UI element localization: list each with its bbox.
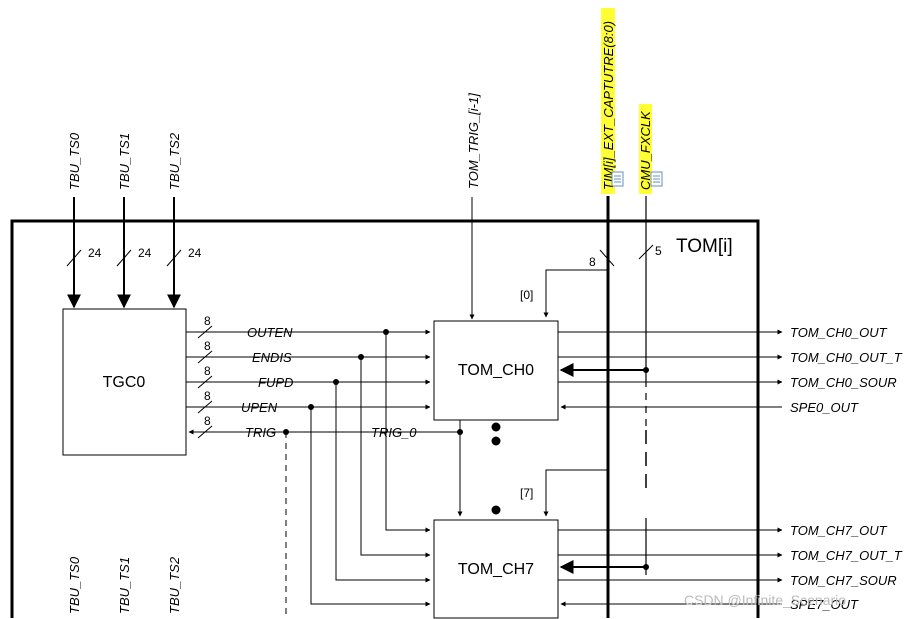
signal-upen: UPEN: [241, 400, 278, 415]
input-label-ts1: TBU_TS1: [117, 133, 132, 190]
bus-width-upen: 8: [204, 389, 211, 403]
note-icon: [650, 171, 663, 187]
trig-prev-input: TOM_TRIG_[i-1]: [466, 93, 481, 320]
index-ch0: [0]: [520, 288, 533, 302]
ext-capture-input: TIM[i]_EXT_CAPTUTRE(8:0) 8: [589, 8, 624, 618]
bus-width-ext: 8: [589, 255, 596, 269]
note-icon: [611, 171, 624, 187]
signal-fupd: FUPD: [258, 375, 293, 390]
ch0-outputs: TOM_CH0_OUT TOM_CH0_OUT_T TOM_CH0_SOUR S…: [558, 325, 903, 415]
fxclk-label: CMU_FXCLK: [638, 110, 653, 190]
index-ch7: [7]: [520, 486, 533, 500]
output-ch7-out-t: TOM_CH7_OUT_T: [790, 548, 903, 563]
signal-trig0: TRIG_0: [371, 425, 417, 440]
output-ch7-out: TOM_CH7_OUT: [790, 523, 888, 538]
module-frame: [10, 219, 760, 618]
tom-ch7-block: TOM_CH7: [433, 519, 559, 619]
tom-ch0-block: TOM_CH0: [433, 320, 559, 421]
bottom-tbu-labels: TBU_TS0 TBU_TS1 TBU_TS2: [67, 556, 182, 614]
bus-width-ts1: 24: [138, 246, 152, 260]
ext-capture-label: TIM[i]_EXT_CAPTUTRE(8:0): [601, 21, 616, 190]
continuation-dots: [491, 422, 501, 515]
module-title: TOM[i]: [676, 236, 733, 257]
output-ch0-out-t: TOM_CH0_OUT_T: [790, 350, 903, 365]
bus-width-ts0: 24: [88, 246, 102, 260]
bus-width-outen: 8: [204, 314, 211, 328]
output-ch0-out: TOM_CH0_OUT: [790, 325, 888, 340]
ch7-routing: [285, 332, 463, 618]
bottom-label-ts1: TBU_TS1: [117, 557, 132, 614]
bus-width-endis: 8: [204, 339, 211, 353]
input-label-ts0: TBU_TS0: [67, 132, 82, 190]
bus-width-ts2: 24: [188, 246, 202, 260]
bus-width-trig: 8: [204, 414, 211, 428]
ch7-outputs: TOM_CH7_OUT TOM_CH7_OUT_T TOM_CH7_SOUR S…: [558, 523, 903, 612]
signal-endis: ENDIS: [252, 350, 292, 365]
tgc0-label: TGC0: [103, 374, 146, 391]
output-ch7-sour: TOM_CH7_SOUR: [790, 573, 897, 588]
output-spe7-out: SPE7_OUT: [790, 597, 859, 612]
tgc-signals: 8 OUTEN 8 ENDIS 8 FUPD 8 UPEN 8 TRIG TRI…: [186, 314, 463, 440]
signal-outen: OUTEN: [247, 325, 293, 340]
watermark: CSDN @Infinite_Scenario: [684, 592, 846, 608]
tbu-inputs: TBU_TS0 TBU_TS1 TBU_TS2 24 24 24: [66, 132, 202, 309]
fxclk-input: CMU_FXCLK 5: [638, 104, 663, 575]
output-ch0-sour: TOM_CH0_SOUR: [790, 375, 897, 390]
tgc0-block: TGC0: [62, 308, 187, 456]
output-spe0-out: SPE0_OUT: [790, 400, 859, 415]
bottom-label-ts0: TBU_TS0: [67, 556, 82, 614]
bottom-label-ts2: TBU_TS2: [167, 556, 182, 614]
tom-ch7-label: TOM_CH7: [458, 561, 534, 578]
input-label-ts2: TBU_TS2: [167, 132, 182, 190]
trig-prev-label: TOM_TRIG_[i-1]: [466, 93, 481, 189]
tom-ch0-label: TOM_CH0: [458, 362, 534, 379]
signal-trig: TRIG: [245, 425, 276, 440]
bus-width-fupd: 8: [204, 364, 211, 378]
ext-capture-routing: [0] [7]: [520, 269, 608, 517]
bus-width-fxclk: 5: [655, 244, 662, 258]
